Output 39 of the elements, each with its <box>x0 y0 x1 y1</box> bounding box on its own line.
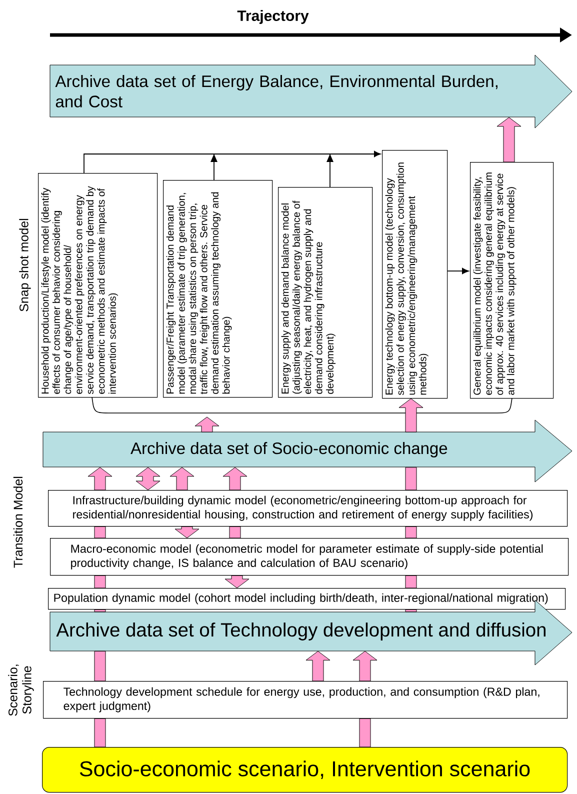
data-set-banner: Archive data set of Socio-economic change <box>42 420 572 482</box>
model-box: Household production/Lifestyle model (identify effects of consumer behavior considering change of age/type of household/ environment-oriented preferences on energy service demand, transportation trip demand by econometric methods and estimate impacts of intervention scenarios) <box>38 173 158 398</box>
model-box: Energy supply and demand balance model (adjusting seasonal/daily energy balance of electricity, heat, and hydrogen supply and demand considering infrastructure development) <box>278 187 373 398</box>
block-arrow <box>136 467 160 490</box>
axis-title: Trajectory <box>237 10 309 24</box>
connector-bar <box>94 526 106 538</box>
block-arrow <box>306 650 330 682</box>
block-arrow <box>222 467 248 490</box>
model-box: Passenger/Freight Transportation demand model (parameter estimate of trip generation, modal share using statistics on person trip, traffic flow, freight flow and others. Service demand estimation assuming technology and behavior change) <box>163 180 273 398</box>
section-label: Scenario, Storyline <box>8 664 34 716</box>
model-box: Population dynamic model (cohort model including birth/death, inter-regional/national migration) <box>48 588 566 610</box>
block-arrow <box>224 575 250 588</box>
arrow <box>84 150 381 188</box>
connector-bar <box>405 467 417 490</box>
block-arrow <box>88 467 112 490</box>
connector-bar <box>405 575 417 588</box>
model-box: Energy technology bottom-up model (technology selection of energy supply, conversion, consumption using econometric/engineering/management methods) <box>382 150 448 399</box>
block-arrow <box>352 650 378 682</box>
connector-bar <box>94 650 106 682</box>
connector-bar <box>94 575 106 588</box>
connector-bar <box>405 526 417 538</box>
connector-bar <box>94 718 106 748</box>
connector-bar <box>405 609 417 612</box>
connector-bar <box>94 609 106 612</box>
block-arrow <box>398 398 424 432</box>
connector-bar <box>229 526 241 538</box>
section-label: Transition Model <box>13 476 23 568</box>
model-box: Technology development schedule for energy use, production, and consumption (R&D plan, expert judgment) <box>43 681 568 719</box>
block-arrow <box>170 467 194 490</box>
data-set-banner: Archive data set of Energy Balance, Environmental Burden, and Cost <box>50 54 572 128</box>
block-arrow <box>174 526 200 538</box>
scenario-box: Socio-economic scenario, Intervention scenario <box>42 747 568 793</box>
block-arrow <box>496 117 522 162</box>
model-box: Infrastructure/building dynamic model (econometric/engineering bottom-up approach for residential/nonresidential housing, construction and retirement of energy supply facilities) <box>48 490 568 527</box>
arrow <box>447 268 469 274</box>
block-arrow <box>194 416 220 432</box>
model-box: Macro-economic model (econometric model for parameter estimate of supply-side potential productivity change, IS balance and calculation of BAU scenario) <box>50 538 569 576</box>
model-box: General equilibrium model (investigate feasibility, economic impacts considering general equilibrium of approx. 40 services including energy at service and labor market with support of other models) <box>470 162 554 399</box>
connector-bar <box>359 718 371 748</box>
